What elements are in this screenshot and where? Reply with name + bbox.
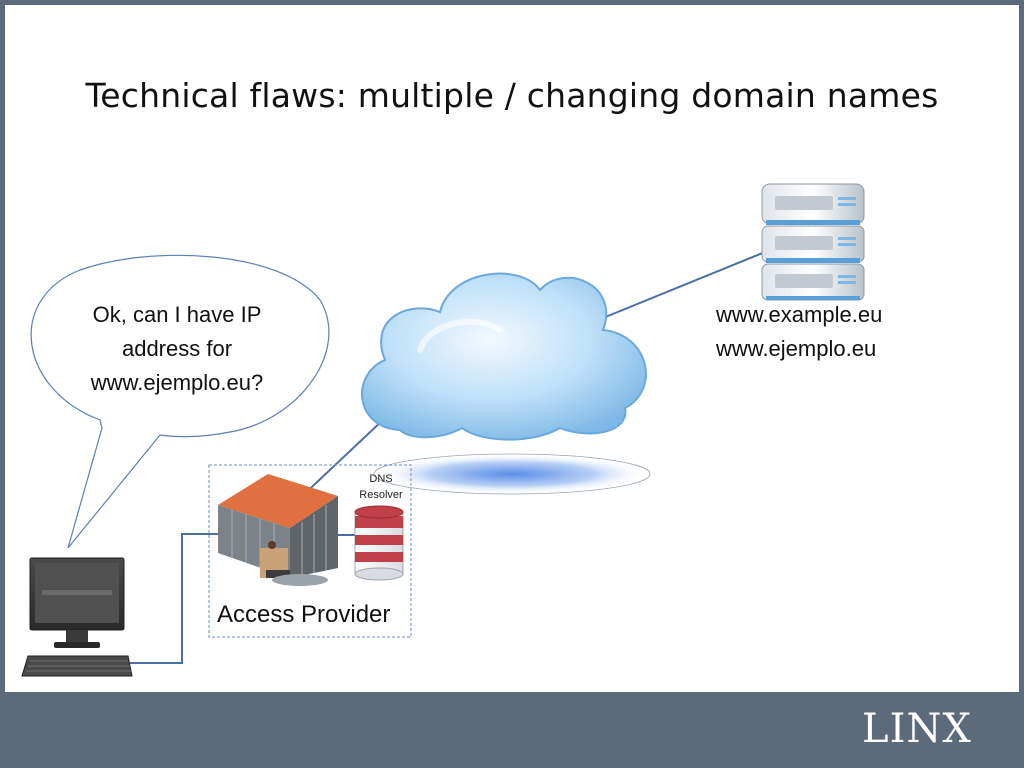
speech-bubble-line: address for [121, 336, 233, 361]
slide-title: Technical flaws: multiple / changing dom… [85, 76, 939, 115]
footer-bar [0, 692, 1024, 768]
desktop-computer-icon [21, 557, 133, 677]
server-domain: www.ejemplo.eu [716, 336, 877, 361]
dns-resolver-label: DNS Resolver [350, 471, 412, 503]
linx-logo: LINX [862, 706, 972, 752]
pc-to-provider-line [130, 533, 222, 664]
server-domain: www.example.eu [716, 302, 883, 327]
access-provider-box [208, 464, 412, 638]
provider-to-cloud-line [297, 417, 386, 501]
connector-lines [130, 251, 766, 664]
speech-bubble-line: www.ejemplo.eu? [90, 370, 264, 395]
web-server-icon [761, 183, 865, 301]
server-domain-list: www.example.eu www.ejemplo.eu [716, 298, 882, 366]
dns-resolver-label-line: Resolver [359, 489, 403, 501]
cloud-shadow [373, 453, 651, 495]
internet-cloud-icon [361, 272, 647, 441]
cloud-to-server-line [597, 251, 766, 321]
dns-resolver-database-icon [354, 505, 404, 581]
data-center-icon [218, 474, 338, 586]
dns-resolver-label-line: DNS [369, 473, 393, 485]
speech-bubble-line: Ok, can I have IP [92, 302, 262, 327]
speech-bubble [30, 254, 330, 549]
access-provider-label: Access Provider [217, 601, 391, 628]
speech-bubble-text: Ok, can I have IP address for www.ejempl… [62, 298, 292, 400]
